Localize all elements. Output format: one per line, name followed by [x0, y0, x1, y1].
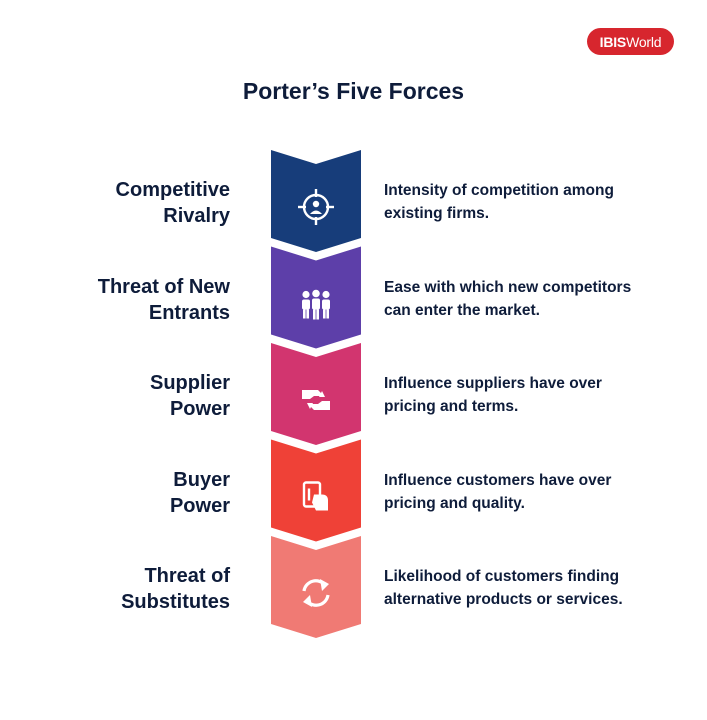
chevron-segment: [271, 439, 361, 542]
force-label: Threat of Substitutes: [121, 565, 230, 613]
force-label: Supplier Power: [149, 372, 230, 420]
five-forces-chevron-stack: [271, 150, 361, 638]
refresh-cycle-icon: [302, 579, 330, 607]
force-label: Competitive Rivalry: [115, 179, 230, 227]
group-people-icon: [302, 289, 330, 320]
force-description: Intensity of competition among existing …: [384, 182, 614, 222]
card-payment-icon: [302, 481, 328, 511]
force-label: Threat of New Entrants: [97, 275, 230, 324]
force-description: Influence customers have over pricing an…: [384, 471, 612, 512]
force-description: Likelihood of customers finding alternat…: [384, 568, 623, 608]
target-person-icon: [298, 189, 334, 225]
page-title: Porter’s Five Forces: [242, 78, 465, 104]
force-description: Influence suppliers have over pricing an…: [384, 375, 602, 415]
handshake-icon: [302, 390, 330, 410]
chevron-segment: [271, 246, 361, 349]
chevron-segment: [271, 536, 361, 638]
force-description: Ease with which new competitors can ente…: [384, 278, 632, 319]
force-label: Buyer Power: [169, 468, 230, 517]
